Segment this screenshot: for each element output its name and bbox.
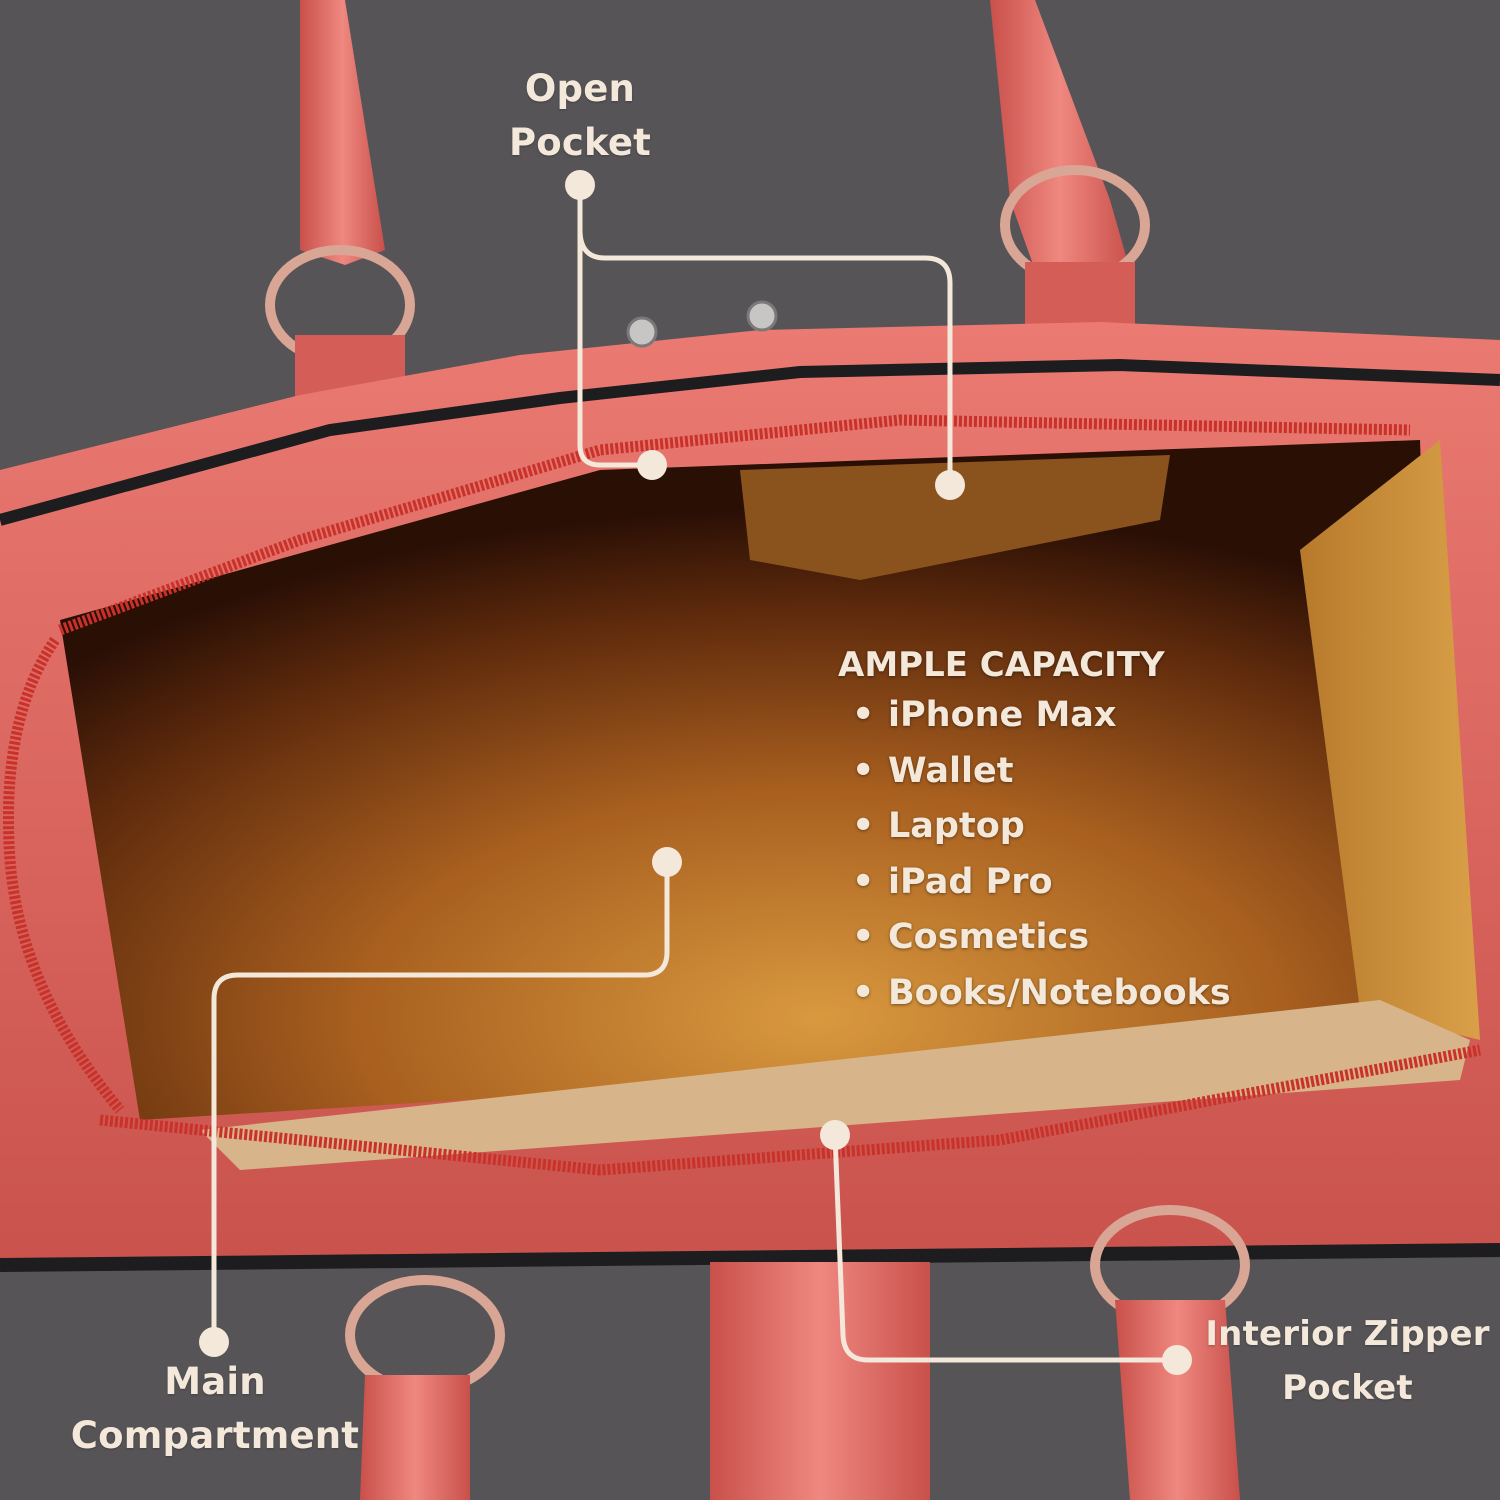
open-pocket-panel bbox=[740, 455, 1170, 580]
connector-open-pocket-b bbox=[577, 227, 953, 488]
open-pocket-label: Open Pocket bbox=[470, 62, 690, 170]
interior-floor bbox=[200, 1000, 1470, 1170]
bag-rim bbox=[0, 358, 1500, 526]
clasp-stud-left bbox=[626, 316, 658, 348]
capacity-item-label: Laptop bbox=[888, 806, 1025, 846]
bullet-icon: • bbox=[852, 750, 875, 791]
callout-dot-zipper-pocket bbox=[820, 1120, 850, 1150]
zipper-top bbox=[58, 414, 1411, 636]
open-pocket-label-line-1: Open bbox=[524, 67, 636, 110]
capacity-item-label: Wallet bbox=[888, 750, 1014, 791]
bullet-icon: • bbox=[852, 695, 875, 735]
callout-dot-zipper-pocket-label bbox=[1162, 1345, 1192, 1375]
bullet-icon: • bbox=[852, 861, 875, 902]
connector-open-pocket-a bbox=[577, 182, 653, 468]
main-compartment-label-line-2: Compartment bbox=[70, 1414, 360, 1457]
interior-zipper-pocket-label-line-1: Interior Zipper bbox=[1205, 1314, 1490, 1354]
capacity-item: • Wallet bbox=[852, 744, 1231, 800]
capacity-item: • iPad Pro bbox=[852, 855, 1231, 911]
connector-main-compartment bbox=[211, 859, 670, 1345]
capacity-item-label: iPhone Max bbox=[888, 695, 1117, 735]
capacity-item-label: iPad Pro bbox=[888, 861, 1053, 902]
interior-right-wall bbox=[1300, 440, 1480, 1040]
callout-dot-open-pocket-front bbox=[637, 450, 667, 480]
clasp-stud-right bbox=[746, 300, 778, 332]
capacity-item: • Laptop bbox=[852, 799, 1231, 855]
handle-strap-left bbox=[300, 0, 385, 265]
bag-lower-edge bbox=[0, 1243, 1500, 1272]
open-pocket-label-line-2: Pocket bbox=[508, 121, 652, 164]
callout-dot-open-pocket-back bbox=[935, 470, 965, 500]
main-compartment-label-line-1: Main bbox=[164, 1360, 266, 1403]
capacity-panel: AMPLE CAPACITY • iPhone Max • Wallet • Lapt… bbox=[838, 642, 1231, 1021]
capacity-item-label: Cosmetics bbox=[888, 917, 1090, 957]
zipper-bottom bbox=[99, 1044, 1482, 1176]
interior-zipper-pocket-label-line-2: Pocket bbox=[1282, 1368, 1413, 1408]
bag-interior bbox=[60, 440, 1440, 1120]
bullet-icon: • bbox=[852, 806, 875, 846]
interior-zipper-pocket-label: Interior Zipper Pocket bbox=[1195, 1307, 1500, 1415]
capacity-title: AMPLE CAPACITY bbox=[838, 645, 1165, 685]
bottom-strap-center bbox=[710, 1262, 930, 1500]
capacity-item: • Cosmetics bbox=[852, 910, 1231, 966]
bullet-icon: • bbox=[852, 972, 875, 1013]
zipper-left bbox=[3, 636, 125, 1114]
callout-dot-open-pocket bbox=[565, 170, 595, 200]
capacity-item: • Books/Notebooks bbox=[852, 966, 1231, 1022]
capacity-item-label: Books/Notebooks bbox=[888, 972, 1231, 1013]
callout-dot-main-compartment bbox=[652, 847, 682, 877]
bullet-icon: • bbox=[852, 917, 875, 957]
bottom-strap-right bbox=[1115, 1300, 1240, 1500]
capacity-item: • iPhone Max bbox=[852, 688, 1231, 744]
callout-dot-main-compartment-label bbox=[199, 1327, 229, 1357]
bottom-strap-left bbox=[360, 1375, 470, 1500]
connector-zipper-pocket bbox=[832, 1132, 1180, 1363]
capacity-list: • iPhone Max • Wallet • Laptop • iPad Pro • C… bbox=[838, 688, 1231, 1021]
handle-strap-right bbox=[990, 0, 1130, 270]
main-compartment-label: Main Compartment bbox=[40, 1355, 390, 1463]
